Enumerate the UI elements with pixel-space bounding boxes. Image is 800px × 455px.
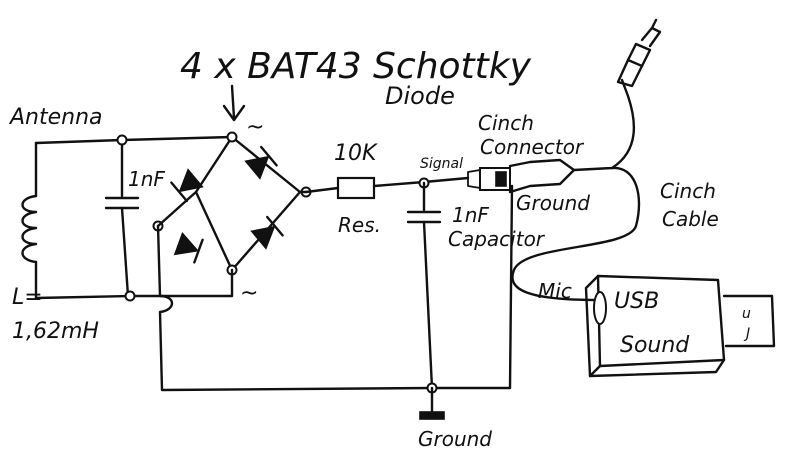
resistor-icon xyxy=(336,176,376,200)
cap-input-value: 1nF xyxy=(128,167,165,191)
signal-label: Signal xyxy=(420,156,463,172)
usb-label-line1: USB xyxy=(614,289,659,314)
diode-icon xyxy=(250,215,284,250)
cinch-cable-upper xyxy=(610,78,636,170)
inductor-value: 1,62mH xyxy=(12,319,99,344)
cinch-cable-line1: Cinch xyxy=(660,179,716,203)
cap-output-value: 1nF xyxy=(452,203,489,227)
cinch-connector-line2: Connector xyxy=(480,135,585,159)
diode-title-line2: Diode xyxy=(385,82,455,110)
ground-return-wire xyxy=(156,184,514,392)
bridge-outline xyxy=(194,135,302,272)
title-arrow xyxy=(222,84,246,122)
ground-bottom-label: Ground xyxy=(418,427,492,451)
ac-marker-bottom: ~ xyxy=(240,281,258,306)
svg-text:u: u xyxy=(742,306,751,322)
cap2-wire-bottom xyxy=(422,220,434,390)
node-tank-bottom xyxy=(124,290,136,302)
cinch-cable-line2: Cable xyxy=(662,207,719,231)
inductor-name: L= xyxy=(12,285,43,310)
cinch-cable-wire xyxy=(511,166,641,302)
capacitor-icon xyxy=(104,196,140,210)
antenna-label: Antenna xyxy=(8,105,103,130)
bridge-node-top xyxy=(226,131,238,143)
mic-label: Mic xyxy=(538,279,572,303)
signal-wire-a xyxy=(304,186,340,194)
resistor-name: Res. xyxy=(338,213,381,237)
capacitor-icon xyxy=(406,210,442,224)
cap1-wire-bottom xyxy=(120,206,130,298)
cap-output-name: Capacitor xyxy=(448,227,546,251)
bridge-left-link xyxy=(156,190,198,228)
usb-label-line2: Sound xyxy=(620,333,690,358)
cinch-connector-line1: Cinch xyxy=(478,111,534,135)
cinch-plug-icon xyxy=(616,18,662,88)
resistor-value: 10K xyxy=(334,141,378,166)
svg-text:J: J xyxy=(743,326,750,342)
cinch-plug-icon xyxy=(467,158,576,194)
diode-icon xyxy=(170,168,204,203)
diode-icon xyxy=(244,145,278,180)
ground-connector-label: Ground xyxy=(516,191,590,215)
node-tank-top xyxy=(116,134,128,146)
ground-symbol-icon xyxy=(419,411,445,420)
inductor-coil-icon xyxy=(21,194,38,264)
usb-sound-card-icon: u J xyxy=(584,274,776,378)
tank-top-wire xyxy=(34,135,234,145)
diode-icon xyxy=(173,232,204,264)
ac-marker-top: ~ xyxy=(246,115,264,140)
diode-title: 4 x BAT43 Schottky xyxy=(180,46,532,87)
